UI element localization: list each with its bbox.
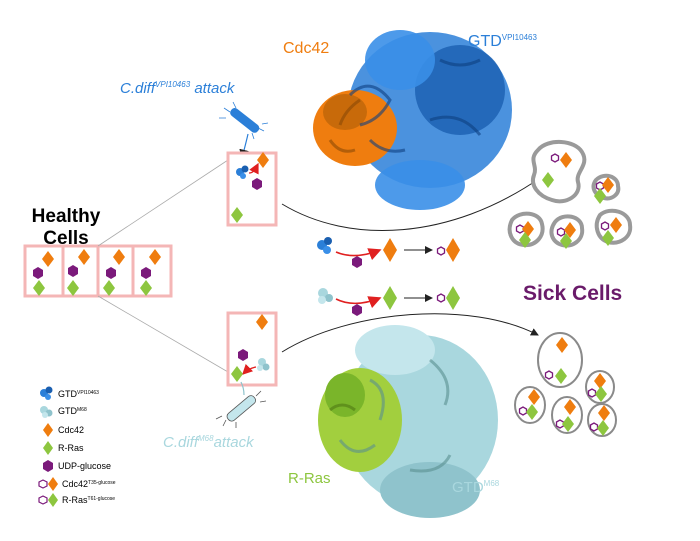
infected-cell-vpi (226, 151, 278, 227)
rras-diamond-icon (67, 280, 79, 296)
gtd-m68-rras-structure (318, 325, 498, 518)
cdiff-m68-bacterium-icon (215, 390, 267, 428)
reaction-vpi-cdc42 (317, 237, 460, 268)
sick-cells-cdc42 (507, 140, 633, 249)
legend-label: UDP-glucose (58, 461, 111, 471)
healthy-cell (96, 244, 135, 298)
cdiff-m68-attack-label: C.diffM68attack (163, 434, 255, 451)
rras-diamond-icon (140, 280, 152, 296)
udp-glucose-hexagon-icon (106, 267, 116, 279)
glucosylated-cdc42-icon (38, 477, 58, 491)
gtd-vpi-cdc42-structure (313, 30, 512, 210)
legend-label: R-RasT61-glucose (62, 495, 115, 505)
udp-glucose-hexagon-icon (352, 256, 362, 268)
healthy-cells-title-line2: Cells (43, 228, 88, 249)
udp-glucose-hexagon-icon (141, 267, 151, 279)
healthy-cell (23, 244, 65, 298)
gtd-m68-protein-icon (40, 406, 53, 418)
infected-cell-m68 (226, 311, 278, 387)
pathway-arrow-top (281, 177, 541, 231)
cdc42-diamond-icon (113, 249, 125, 265)
cdc42-diamond-icon (383, 238, 397, 262)
rras-diamond-icon (103, 280, 115, 296)
udp-glucose-hexagon-icon (33, 267, 43, 279)
cdc42-structure-label: Cdc42 (283, 40, 329, 57)
glucose-ring-icon (436, 293, 446, 303)
gtd-m68-structure-label: GTDM68 (452, 479, 500, 496)
gtd-vpi-structure-label: GTDVPI10463 (468, 33, 537, 50)
gtd-vpi-protein-icon (40, 386, 53, 400)
legend-label: R-Ras (58, 443, 84, 453)
cdc42-diamond-icon (42, 251, 54, 267)
sick-cells-rras (514, 332, 617, 437)
glucosylation-arrow (335, 296, 382, 309)
cdc42-diamond-icon (78, 249, 90, 265)
legend-label: GTDVPI10463 (58, 389, 99, 399)
pathway-arrow-bottom (281, 313, 539, 353)
rras-diamond-icon (33, 280, 45, 296)
glucosylation-arrow (248, 162, 259, 175)
udp-glucose-hexagon-icon (352, 304, 362, 316)
legend-label: Cdc42 (58, 425, 84, 435)
reaction-m68-rras (318, 286, 460, 316)
glucose-ring-icon (436, 246, 446, 256)
healthy-cells-title-line1: Healthy (32, 206, 101, 227)
gtd-vpi-protein-icon (236, 165, 249, 179)
rras-diamond-icon (383, 286, 397, 310)
glucosylated-cdc42-icon (446, 238, 460, 262)
cdiff-vpi-attack-label: C.diffVPI10463 attack (120, 80, 236, 97)
gtd-m68-protein-icon (318, 288, 333, 304)
gtd-vpi-protein-icon (317, 237, 332, 254)
legend: GTDVPI10463 GTDM68 Cdc42 R-Ras UDP-gluco… (38, 386, 116, 507)
healthy-cell (61, 244, 100, 298)
glucosylation-arrow (335, 248, 382, 261)
sick-cells-title: Sick Cells (523, 282, 622, 305)
glucosylation-arrow (242, 363, 257, 375)
rras-structure-label: R-Ras (288, 470, 331, 487)
legend-label: Cdc42T35-glucose (62, 479, 116, 489)
green-diamond-icon (43, 441, 53, 455)
zoom-line (97, 295, 229, 373)
rounded-cell (537, 332, 583, 388)
purple-hexagon-icon (43, 460, 53, 472)
cdc42-diamond-icon (149, 249, 161, 265)
cdiff-vpi-bacterium-icon (219, 101, 269, 140)
legend-label: GTDM68 (58, 406, 87, 416)
orange-diamond-icon (43, 423, 53, 437)
rounded-cell (514, 386, 546, 424)
glucosylated-rras-icon (446, 286, 460, 310)
healthy-cell (131, 244, 173, 298)
toxin-release-arrow (240, 381, 245, 396)
gtd-m68-protein-icon (257, 358, 270, 371)
zoom-line (97, 159, 229, 247)
glucosylated-rras-icon (38, 493, 58, 507)
healthy-cells-group (23, 244, 173, 298)
udp-glucose-hexagon-icon (68, 265, 78, 277)
